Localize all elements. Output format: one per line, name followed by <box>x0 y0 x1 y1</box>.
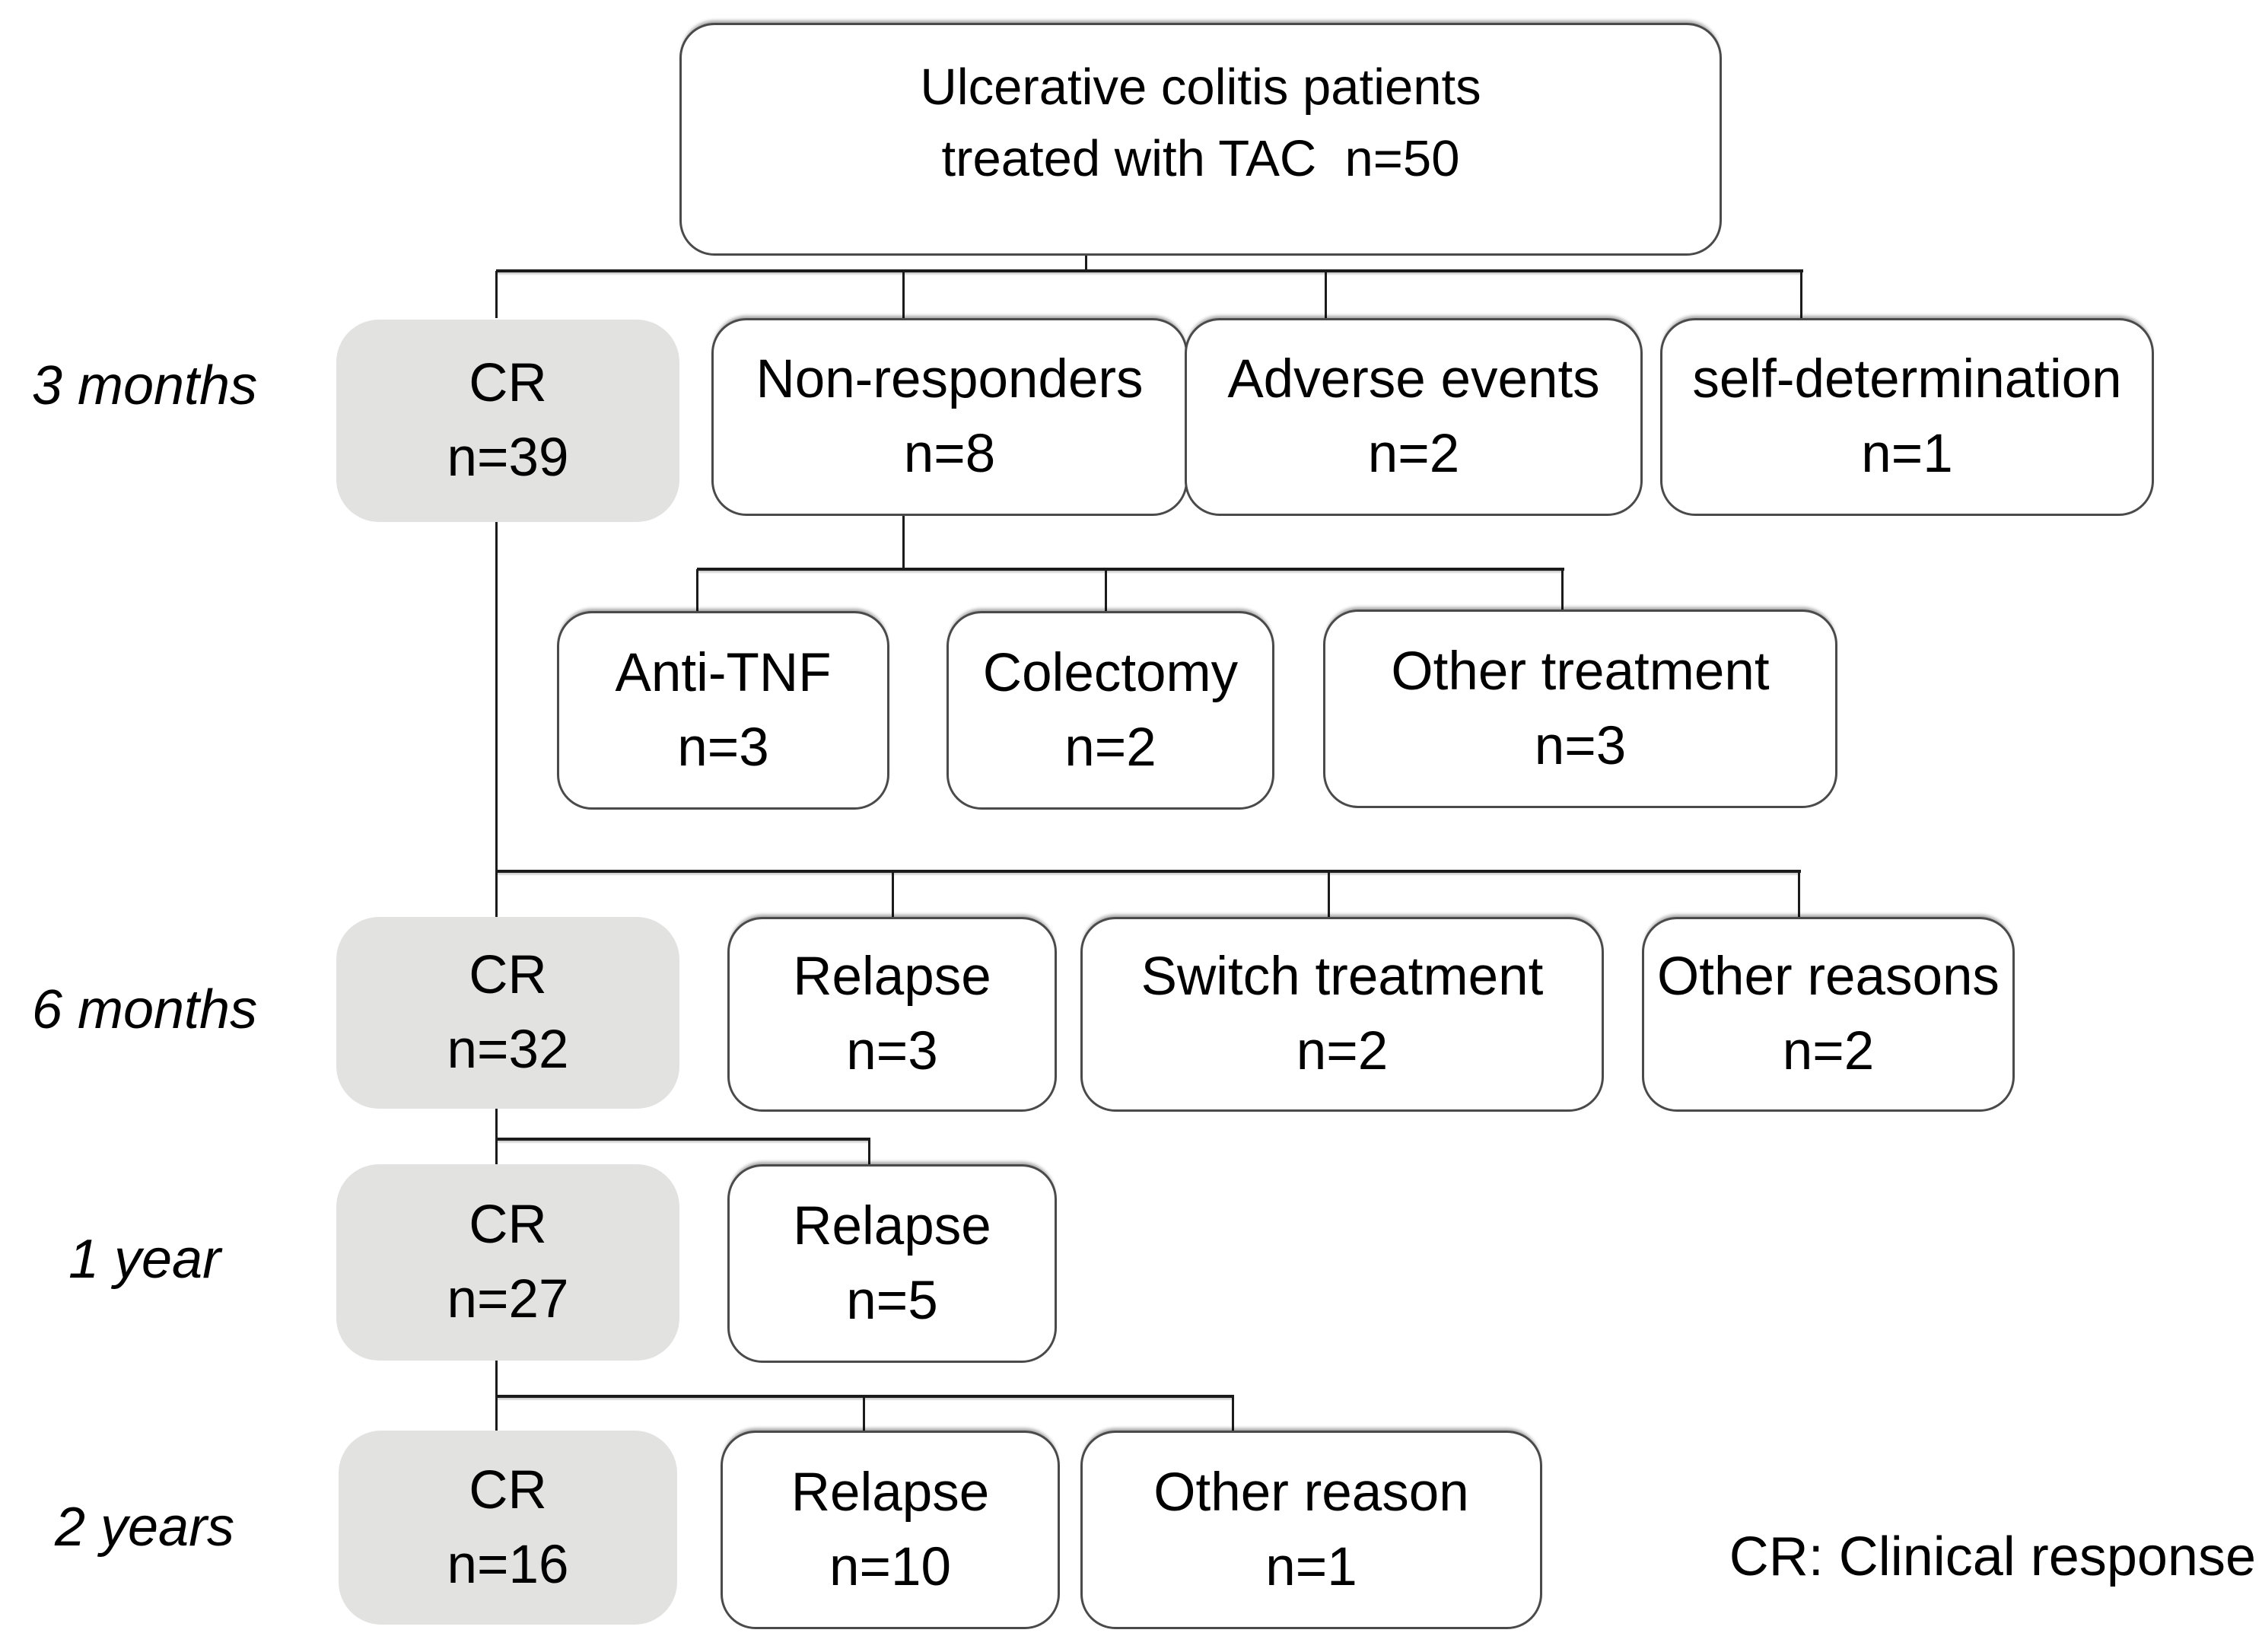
box-other-treatment: Other treatment n=3 <box>1323 610 1837 808</box>
box-count: n=32 <box>447 1020 569 1080</box>
legend-cr-definition: CR: Clinical response <box>1729 1526 2256 1587</box>
box-count: n=2 <box>1367 424 1460 484</box>
connector-line <box>902 271 905 318</box>
connector-line <box>1561 569 1564 611</box>
box-count: n=2 <box>1782 1021 1875 1081</box>
box-cr-1-year: CR n=27 <box>336 1164 679 1361</box>
box-count: n=2 <box>1064 717 1156 778</box>
connector-line <box>892 871 894 917</box>
connector-line <box>902 511 905 569</box>
time-label-3-months: 3 months <box>31 355 258 416</box>
box-cr-2-years: CR n=16 <box>339 1431 677 1625</box>
box-anti-tnf: Anti-TNF n=3 <box>557 611 889 810</box>
box-label: Adverse events <box>1227 349 1600 410</box>
title-line1: Ulcerative colitis patients <box>920 59 1481 116</box>
box-title-population: Ulcerative colitis patients treated with… <box>679 23 1722 256</box>
connector-line <box>1232 1396 1234 1431</box>
box-non-responders: Non-responders n=8 <box>711 318 1188 516</box>
box-self-determination: self-determination n=1 <box>1660 318 2154 516</box>
box-label: Other reason <box>1153 1462 1469 1523</box>
connector-line <box>495 1396 498 1431</box>
box-label: Relapse <box>793 947 991 1007</box>
time-label-2-years: 2 years <box>54 1497 235 1558</box>
box-label: Relapse <box>793 1195 991 1256</box>
connector-line <box>495 1109 498 1139</box>
connector-line <box>495 1139 498 1164</box>
connector-line <box>495 1361 498 1396</box>
connector-line <box>697 568 1564 571</box>
connector-line <box>496 1395 1234 1398</box>
box-label: Relapse <box>791 1462 990 1523</box>
time-label-6-months: 6 months <box>31 979 258 1040</box>
box-label: CR <box>469 945 547 1006</box>
box-other-reason: Other reason n=1 <box>1080 1431 1542 1629</box>
box-label: Non-responders <box>756 349 1144 410</box>
box-count: n=3 <box>846 1021 938 1081</box>
box-count: n=8 <box>903 424 996 484</box>
box-count: n=5 <box>846 1270 938 1331</box>
box-label: Colectomy <box>982 642 1239 703</box>
box-label: CR <box>469 1195 547 1256</box>
connector-line <box>495 871 498 917</box>
connector-line <box>863 1396 865 1431</box>
connector-line <box>1328 871 1330 917</box>
box-count: n=1 <box>1265 1536 1357 1597</box>
box-label: Anti-TNF <box>615 642 832 703</box>
box-other-reasons: Other reasons n=2 <box>1642 917 2015 1112</box>
connector-line <box>495 520 498 871</box>
connector-line <box>496 1138 870 1141</box>
box-count: n=27 <box>447 1269 569 1329</box>
box-label: Other treatment <box>1391 641 1770 702</box>
box-label: Switch treatment <box>1141 947 1544 1007</box>
connector-line <box>1325 271 1327 318</box>
box-cr-6-months: CR n=32 <box>336 917 679 1109</box>
connector-line <box>1800 271 1802 318</box>
connector-line <box>495 271 498 318</box>
box-adverse-events: Adverse events n=2 <box>1185 318 1643 516</box>
connector-line <box>868 1139 870 1164</box>
connector-line <box>696 569 698 611</box>
box-count: n=39 <box>447 428 569 488</box>
box-count: n=1 <box>1861 424 1953 484</box>
box-label: CR <box>469 1459 547 1520</box>
title-line2: treated with TAC n=50 <box>941 130 1460 187</box>
box-relapse-2-years: Relapse n=10 <box>721 1431 1060 1629</box>
time-label-1-year: 1 year <box>68 1229 221 1290</box>
connector-line <box>496 269 1803 272</box>
box-relapse-1-year: Relapse n=5 <box>727 1164 1057 1363</box>
box-label: self-determination <box>1692 349 2122 410</box>
box-label: Other reasons <box>1657 947 2000 1007</box>
box-count: n=3 <box>1534 715 1627 776</box>
connector-line <box>1105 569 1107 611</box>
box-switch-treatment: Switch treatment n=2 <box>1080 917 1604 1112</box>
box-label: CR <box>469 353 547 414</box>
box-colectomy: Colectomy n=2 <box>946 611 1274 810</box>
box-count: n=3 <box>677 717 769 778</box>
box-relapse-6-months: Relapse n=3 <box>727 917 1057 1112</box>
connector-line <box>496 870 1801 873</box>
box-cr-3-months: CR n=39 <box>336 320 679 522</box>
box-count: n=16 <box>447 1534 569 1595</box>
box-count: n=2 <box>1296 1021 1389 1081</box>
connector-line <box>1798 871 1800 917</box>
box-count: n=10 <box>829 1536 951 1597</box>
